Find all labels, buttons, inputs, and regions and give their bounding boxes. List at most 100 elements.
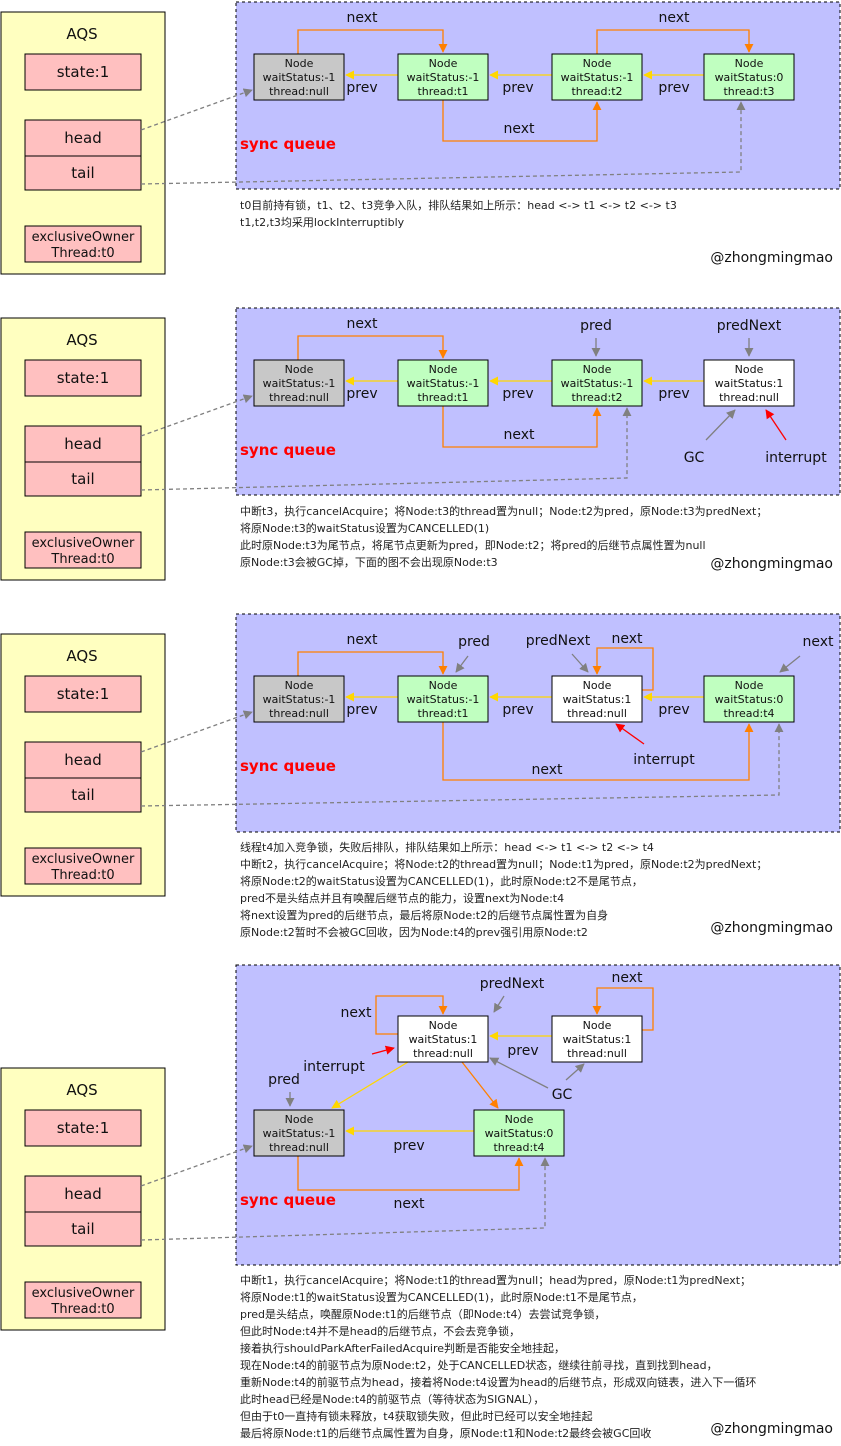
node-title: Node [429, 679, 458, 692]
self-next-arrow [592, 647, 654, 691]
sync-queue-label: sync queue [240, 1191, 336, 1209]
gc-pointer [489, 1057, 549, 1089]
node-thread: thread:t3 [723, 85, 774, 98]
aqs-owner-field [24, 847, 142, 885]
description-line: 中断t2，执行cancelAcquire；将Node:t2的thread置为nu… [240, 858, 768, 871]
node-thread: thread:null [567, 707, 627, 720]
author-signature: @zhongmingmao [710, 250, 833, 266]
aqs-tail: tail [71, 1220, 94, 1238]
description-line: 将原Node:t3的waitStatus设置为CANCELLED(1) [240, 522, 490, 535]
node-title: Node [735, 679, 764, 692]
aqs-head: head [64, 129, 101, 147]
node-wait-status: waitStatus:1 [563, 693, 632, 706]
interrupt-label: interrupt [303, 1059, 365, 1075]
aqs-owner-field [24, 225, 142, 263]
sync-queue-label: sync queue [240, 135, 336, 153]
next-label: next [658, 10, 690, 26]
node-thread: thread:null [269, 85, 329, 98]
description-line: t0目前持有锁，t1、t2、t3竞争入队，排队结果如上所示：head <-> t… [240, 199, 677, 212]
aqs-state: state:1 [57, 1119, 110, 1137]
node-wait-status: waitStatus:-1 [561, 71, 634, 84]
aqs-state-field [24, 675, 142, 713]
aqs-tail: tail [71, 786, 94, 804]
next-arrow [297, 335, 448, 360]
description-line: 原Node:t3会被GC掉，下面的图不会出现原Node:t3 [240, 556, 498, 569]
node-thread: thread:null [269, 1141, 329, 1154]
aqs-title: AQS [66, 647, 97, 665]
next-arrow [442, 100, 602, 142]
node-wait-status: waitStatus:0 [485, 1127, 554, 1140]
aqs-title: AQS [66, 25, 97, 43]
node-box [397, 359, 489, 407]
aqs-tail-field [24, 777, 142, 813]
aqs-tail: tail [71, 164, 94, 182]
pred-next-pointer [571, 653, 589, 673]
node-title: Node [285, 363, 314, 376]
node-title: Node [505, 1113, 534, 1126]
node-wait-status: waitStatus:1 [409, 1033, 478, 1046]
description-line: 重新Node:t4的前驱节点为head，接着将Node:t4设置为head的后继… [240, 1376, 757, 1389]
node-thread: thread:null [719, 391, 779, 404]
next-arrow [297, 29, 448, 54]
next-arrow [596, 29, 754, 54]
sync-queue-label: sync queue [240, 441, 336, 459]
aqs-tail-field [24, 1211, 142, 1247]
aqs-state-field [24, 359, 142, 397]
description-line: 此时head已经是Node:t4的前驱节点（等待状态为SIGNAL）， [240, 1393, 545, 1406]
pred-label: pred [268, 1072, 300, 1088]
aqs-state: state:1 [57, 63, 110, 81]
node-box [253, 675, 345, 723]
prev-label: prev [658, 80, 689, 96]
description-line: 现在Node:t4的前驱节点为原Node:t2，处于CANCELLED状态，继续… [240, 1359, 718, 1372]
head-pointer [140, 88, 253, 131]
description-line: 此时原Node:t3为尾节点，将尾节点更新为pred，即Node:t2；将pre… [240, 539, 706, 552]
next-arrow [461, 1061, 499, 1109]
node-wait-status: waitStatus:-1 [561, 377, 634, 390]
node-thread: thread:t4 [723, 707, 774, 720]
next-label: next [346, 316, 378, 332]
panel-3-description: 线程t4加入竞争锁，失败后排队，排队结果如上所示：head <-> t1 <->… [240, 839, 767, 941]
aqs-owner-line2: Thread:t0 [50, 246, 114, 261]
prev-label: prev [502, 386, 533, 402]
aqs-owner-line2: Thread:t0 [50, 1302, 114, 1317]
panel-2-description: 中断t3，执行cancelAcquire；将Node:t3的thread置为nu… [240, 503, 767, 571]
next-arrow [442, 406, 602, 448]
author-signature: @zhongmingmao [710, 1421, 833, 1437]
node-title: Node [285, 57, 314, 70]
node-box [703, 359, 795, 407]
description-line: 将next设置为pred的后继节点，最后将原Node:t2的后继节点属性置为自身 [240, 909, 609, 922]
node-box [397, 1015, 489, 1063]
prev-label: prev [346, 702, 377, 718]
aqs-state: state:1 [57, 685, 110, 703]
node-box [551, 1015, 643, 1063]
description-line: pred是头结点，唤醒原Node:t1的后继节点（即Node:t4）去尝试竞争锁… [240, 1308, 606, 1321]
pred-next-pointer [493, 995, 505, 1013]
head-pointer [140, 1144, 253, 1187]
aqs-owner-field [24, 1281, 142, 1319]
prev-label: prev [658, 702, 689, 718]
description-line: 但此时Node:t4并不是head的后继节点，不会去竞争锁， [240, 1325, 521, 1338]
next-label: next [346, 10, 378, 26]
node-wait-status: waitStatus:-1 [407, 693, 480, 706]
aqs-title: AQS [66, 331, 97, 349]
aqs-head: head [64, 435, 101, 453]
interrupt-pointer [615, 723, 645, 745]
pred-next-label: predNext [480, 976, 545, 992]
aqs-owner-line2: Thread:t0 [50, 552, 114, 567]
next-label: next [503, 121, 535, 137]
prev-arrow [331, 1061, 409, 1109]
node-wait-status: waitStatus:-1 [263, 693, 336, 706]
node-wait-status: waitStatus:-1 [407, 71, 480, 84]
node-title: Node [429, 57, 458, 70]
node-title: Node [583, 1019, 612, 1032]
prev-label: prev [502, 702, 533, 718]
prev-label: prev [346, 80, 377, 96]
aqs-panel [0, 633, 166, 897]
aqs-title: AQS [66, 1081, 97, 1099]
pred-next-label: predNext [526, 633, 591, 649]
interrupt-pointer [371, 1045, 395, 1055]
